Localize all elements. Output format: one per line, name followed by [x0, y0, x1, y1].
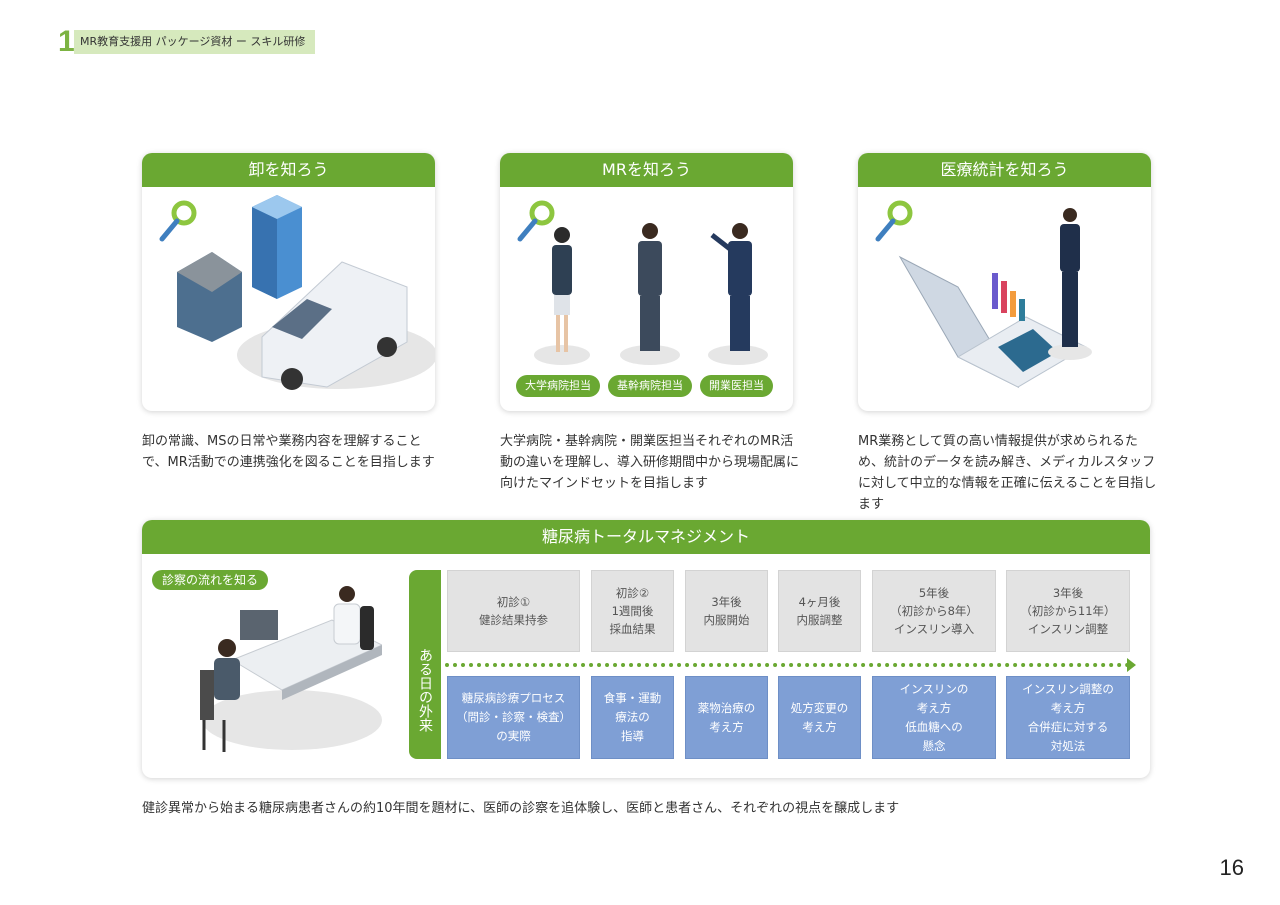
office-building-icon [252, 195, 302, 299]
section-header: 1 MR教育支援用 パッケージ資材 ー スキル研修 [58, 25, 316, 58]
pharmacy-store-icon [177, 252, 242, 342]
card-illustration [858, 187, 1151, 411]
monitor-icon [240, 610, 278, 640]
timeline-step: 4ヶ月後 内服調整 [778, 570, 861, 652]
learning-point: 食事・運動 療法の 指導 [591, 676, 674, 759]
tag-clinic: 開業医担当 [700, 375, 773, 397]
panel-summary: 健診異常から始まる糖尿病患者さんの約10年間を題材に、医師の診察を追体験し、医師… [142, 801, 900, 816]
card-description: 大学病院・基幹病院・開業医担当それぞれのMR活動の違いを理解し、導入研修期間中か… [500, 434, 800, 491]
learning-point: 処方変更の 考え方 [778, 676, 861, 759]
card-illustration: 大学病院担当 基幹病院担当 開業医担当 [500, 187, 793, 411]
tag-university-hospital: 大学病院担当 [516, 375, 600, 397]
businessman-figure [1048, 208, 1092, 360]
magnifier-icon [159, 200, 197, 242]
card-title: MRを知ろう [500, 153, 793, 187]
card-statistics: 医療統計を知ろう [858, 153, 1151, 411]
timeline-step: 初診① 健診結果持参 [447, 570, 580, 652]
female-mr-figure [534, 227, 590, 365]
card-description: MR業務として質の高い情報提供が求められるため、統計のデータを読み解き、メディカ… [858, 434, 1157, 512]
section-number: 1 [58, 25, 75, 58]
consultation-illustration [200, 586, 382, 752]
card-title: 卸を知ろう [142, 153, 435, 187]
section-label: MR教育支援用 パッケージ資材 ー スキル研修 [74, 30, 316, 54]
timeline-step: 3年後 （初診から11年） インスリン調整 [1006, 570, 1130, 652]
timeline-arrow [445, 663, 1130, 667]
card-title: 医療統計を知ろう [858, 153, 1151, 187]
male-mr-figure [708, 223, 768, 365]
male-mr-figure [620, 223, 680, 365]
timeline-step: 3年後 内服開始 [685, 570, 768, 652]
diabetes-management-panel: 糖尿病トータルマネジメント 診察の流れを知る ある日の外来 初診① 健診結果持参… [142, 520, 1150, 778]
page-number: 16 [1219, 855, 1244, 880]
doctor-figure [333, 586, 374, 650]
learning-point: インスリン調整の 考え方 合併症に対する 対処法 [1006, 676, 1130, 759]
learning-point: 糖尿病診療プロセス （問診・診察・検査） の実際 [447, 676, 580, 759]
arrow-right-icon [1127, 658, 1136, 672]
day-outpatient-label: ある日の外来 [409, 570, 441, 759]
laptop-icon [898, 255, 1088, 389]
bar-chart-icon [992, 273, 1025, 321]
card-description: 卸の常識、MSの日常や業務内容を理解することで、MR活動での連携強化を図ることを… [142, 434, 435, 470]
magnifier-icon [875, 200, 913, 242]
panel-title: 糖尿病トータルマネジメント [142, 520, 1150, 554]
card-mr: MRを知ろう [500, 153, 793, 411]
mr-role-tags: 大学病院担当 基幹病院担当 開業医担当 [516, 375, 773, 397]
card-illustration [142, 187, 435, 411]
timeline-step: 5年後 （初診から8年） インスリン導入 [872, 570, 996, 652]
magnifier-icon [517, 200, 555, 242]
learning-point: インスリンの 考え方 低血糖への 懸念 [872, 676, 996, 759]
flow-tag: 診察の流れを知る [152, 570, 269, 590]
timeline-step: 初診② 1週間後 採血結果 [591, 570, 674, 652]
tag-core-hospital: 基幹病院担当 [608, 375, 692, 397]
delivery-van-icon [261, 261, 408, 390]
patient-figure [200, 639, 240, 752]
learning-point: 薬物治療の 考え方 [685, 676, 768, 759]
card-wholesaler: 卸を知ろう [142, 153, 435, 411]
